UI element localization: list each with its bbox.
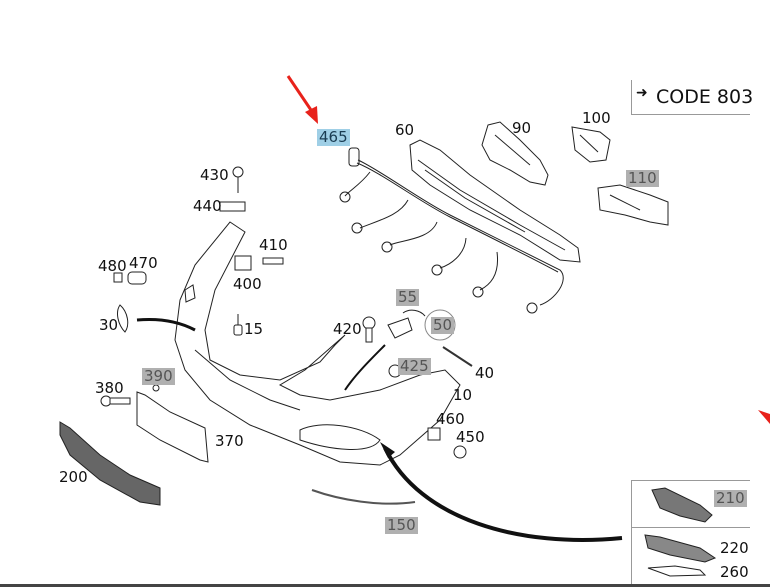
red-pointer-arrow-partial — [758, 410, 770, 424]
wiring-harness-465 — [339, 147, 564, 314]
bracket-110 — [597, 184, 669, 226]
assembly-arrow-30 — [136, 318, 196, 332]
part-label-40[interactable]: 40 — [475, 364, 495, 382]
part-label-100[interactable]: 100 — [582, 109, 611, 127]
part-label-260[interactable]: 260 — [720, 563, 749, 581]
part-label-450[interactable]: 450 — [456, 428, 485, 446]
rod-40 — [442, 346, 473, 367]
part-label-440[interactable]: 440 — [193, 197, 222, 215]
part-label-220[interactable]: 220 — [720, 539, 749, 557]
part-label-15[interactable]: 15 — [244, 320, 264, 338]
part-label-200[interactable]: 200 — [59, 468, 88, 486]
bottom-divider — [0, 584, 770, 587]
part-label-400[interactable]: 400 — [233, 275, 262, 293]
part-label-60[interactable]: 60 — [395, 121, 415, 139]
small-fasteners — [100, 166, 467, 459]
inset-box-220-260 — [631, 527, 750, 584]
bracket-100 — [571, 126, 611, 163]
bumper-cover-10 — [174, 221, 461, 466]
part-label-430[interactable]: 430 — [200, 166, 229, 184]
inset-parts — [644, 487, 717, 577]
part-label-150[interactable]: 150 — [385, 516, 418, 534]
part-label-50[interactable]: 50 — [431, 316, 455, 334]
code-reference-label: CODE 803 — [656, 86, 754, 108]
part-label-460[interactable]: 460 — [436, 410, 465, 428]
grille-200 — [59, 421, 161, 506]
part-label-370[interactable]: 370 — [215, 432, 244, 450]
inset-box-210 — [631, 480, 750, 528]
part-50-callout-circle — [424, 309, 456, 341]
assembly-arrow-210 — [383, 447, 623, 542]
red-pointer-arrow — [286, 75, 318, 124]
part-label-465[interactable]: 465 — [317, 128, 350, 146]
part-label-110[interactable]: 110 — [626, 169, 659, 187]
arrowhead-210 — [380, 442, 395, 458]
part-label-55[interactable]: 55 — [396, 288, 420, 306]
part-label-420[interactable]: 420 — [333, 320, 362, 338]
arrow-right-icon: ➜ — [636, 85, 648, 101]
part-label-390[interactable]: 390 — [142, 367, 175, 385]
bracket-90 — [481, 121, 549, 186]
trim-strip-150 — [311, 489, 416, 505]
part-label-210[interactable]: 210 — [714, 489, 747, 507]
part-label-470[interactable]: 470 — [129, 254, 158, 272]
part-label-30[interactable]: 30 — [99, 316, 119, 334]
part-label-410[interactable]: 410 — [259, 236, 288, 254]
bumper-absorber-60 — [409, 139, 581, 263]
part-label-425[interactable]: 425 — [398, 357, 431, 375]
part-label-380[interactable]: 380 — [95, 379, 124, 397]
part-label-480[interactable]: 480 — [98, 257, 127, 275]
part-label-10[interactable]: 10 — [453, 386, 473, 404]
part-label-90[interactable]: 90 — [512, 119, 532, 137]
assembly-arrow-50 — [344, 344, 386, 391]
license-bracket-370 — [136, 391, 209, 463]
code-reference-box — [631, 80, 750, 115]
